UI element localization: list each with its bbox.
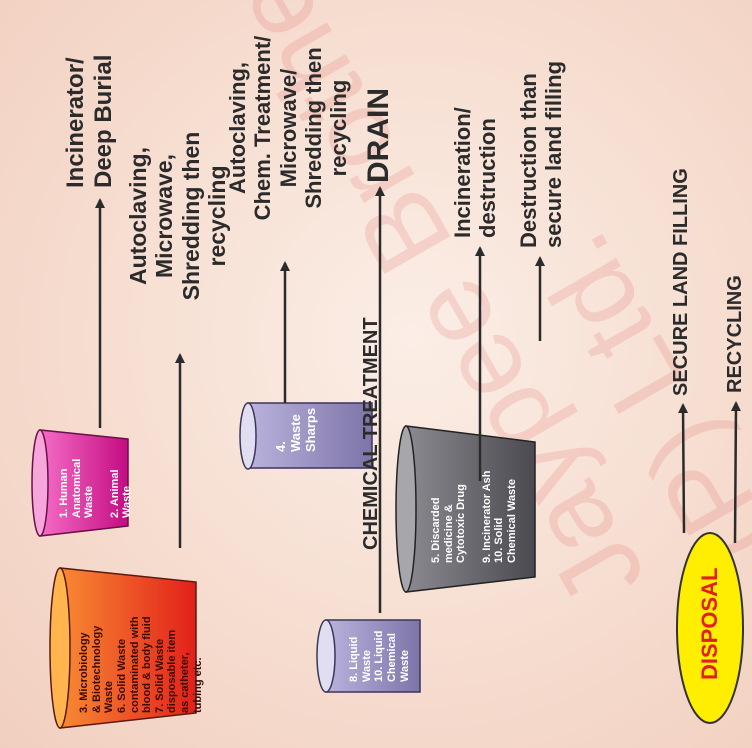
liquid-can-rim [316, 619, 336, 693]
autoclave-micro-label: Autoclaving, Microwave, Shredding then r… [125, 131, 231, 301]
destruction-land-filling-label: Destruction than secure land filling [516, 60, 567, 248]
disposal-ellipse [676, 532, 744, 724]
recycling-label: RECYCLING [724, 275, 746, 393]
incineration-destruction-label: Incineration/ destruction [450, 107, 501, 238]
incinerator-deep-burial-label: Incinerator/ Deep Burial [62, 54, 117, 188]
arrow-to-secure-land-filling [678, 403, 689, 534]
arrow-to-recycling [730, 401, 741, 544]
drain-label: DRAIN [362, 88, 395, 183]
micro-solid-can-rim [49, 567, 71, 729]
discarded-can-rim [395, 425, 417, 593]
sharps-can-rim [239, 402, 257, 470]
disposal-label: DISPOSAL [697, 567, 722, 680]
human-animal-can-text: 1. Human Anatomical Waste 2. Animal Wast… [58, 458, 134, 518]
human-animal-can-rim [31, 429, 49, 537]
autoclave-chem-label: Autoclaving, Chem. Treatment/ Microwave/… [225, 35, 352, 221]
micro-solid-can-text: 3. Microbiology & Biotechnology Waste 6.… [78, 616, 204, 713]
chemical-treatment-label: CHEMICAL TREATMENT [360, 317, 382, 550]
sharps-can-text: 4. Waste Sharps [273, 407, 318, 452]
liquid-can-text: 8. Liquid Waste 10. Liquid Chemical Wast… [348, 630, 411, 682]
secure-land-filling-label: SECURE LAND FILLING [670, 168, 692, 396]
discarded-can-text: 5. Discarded medicine & Cytotoxic Drug 9… [430, 470, 518, 563]
